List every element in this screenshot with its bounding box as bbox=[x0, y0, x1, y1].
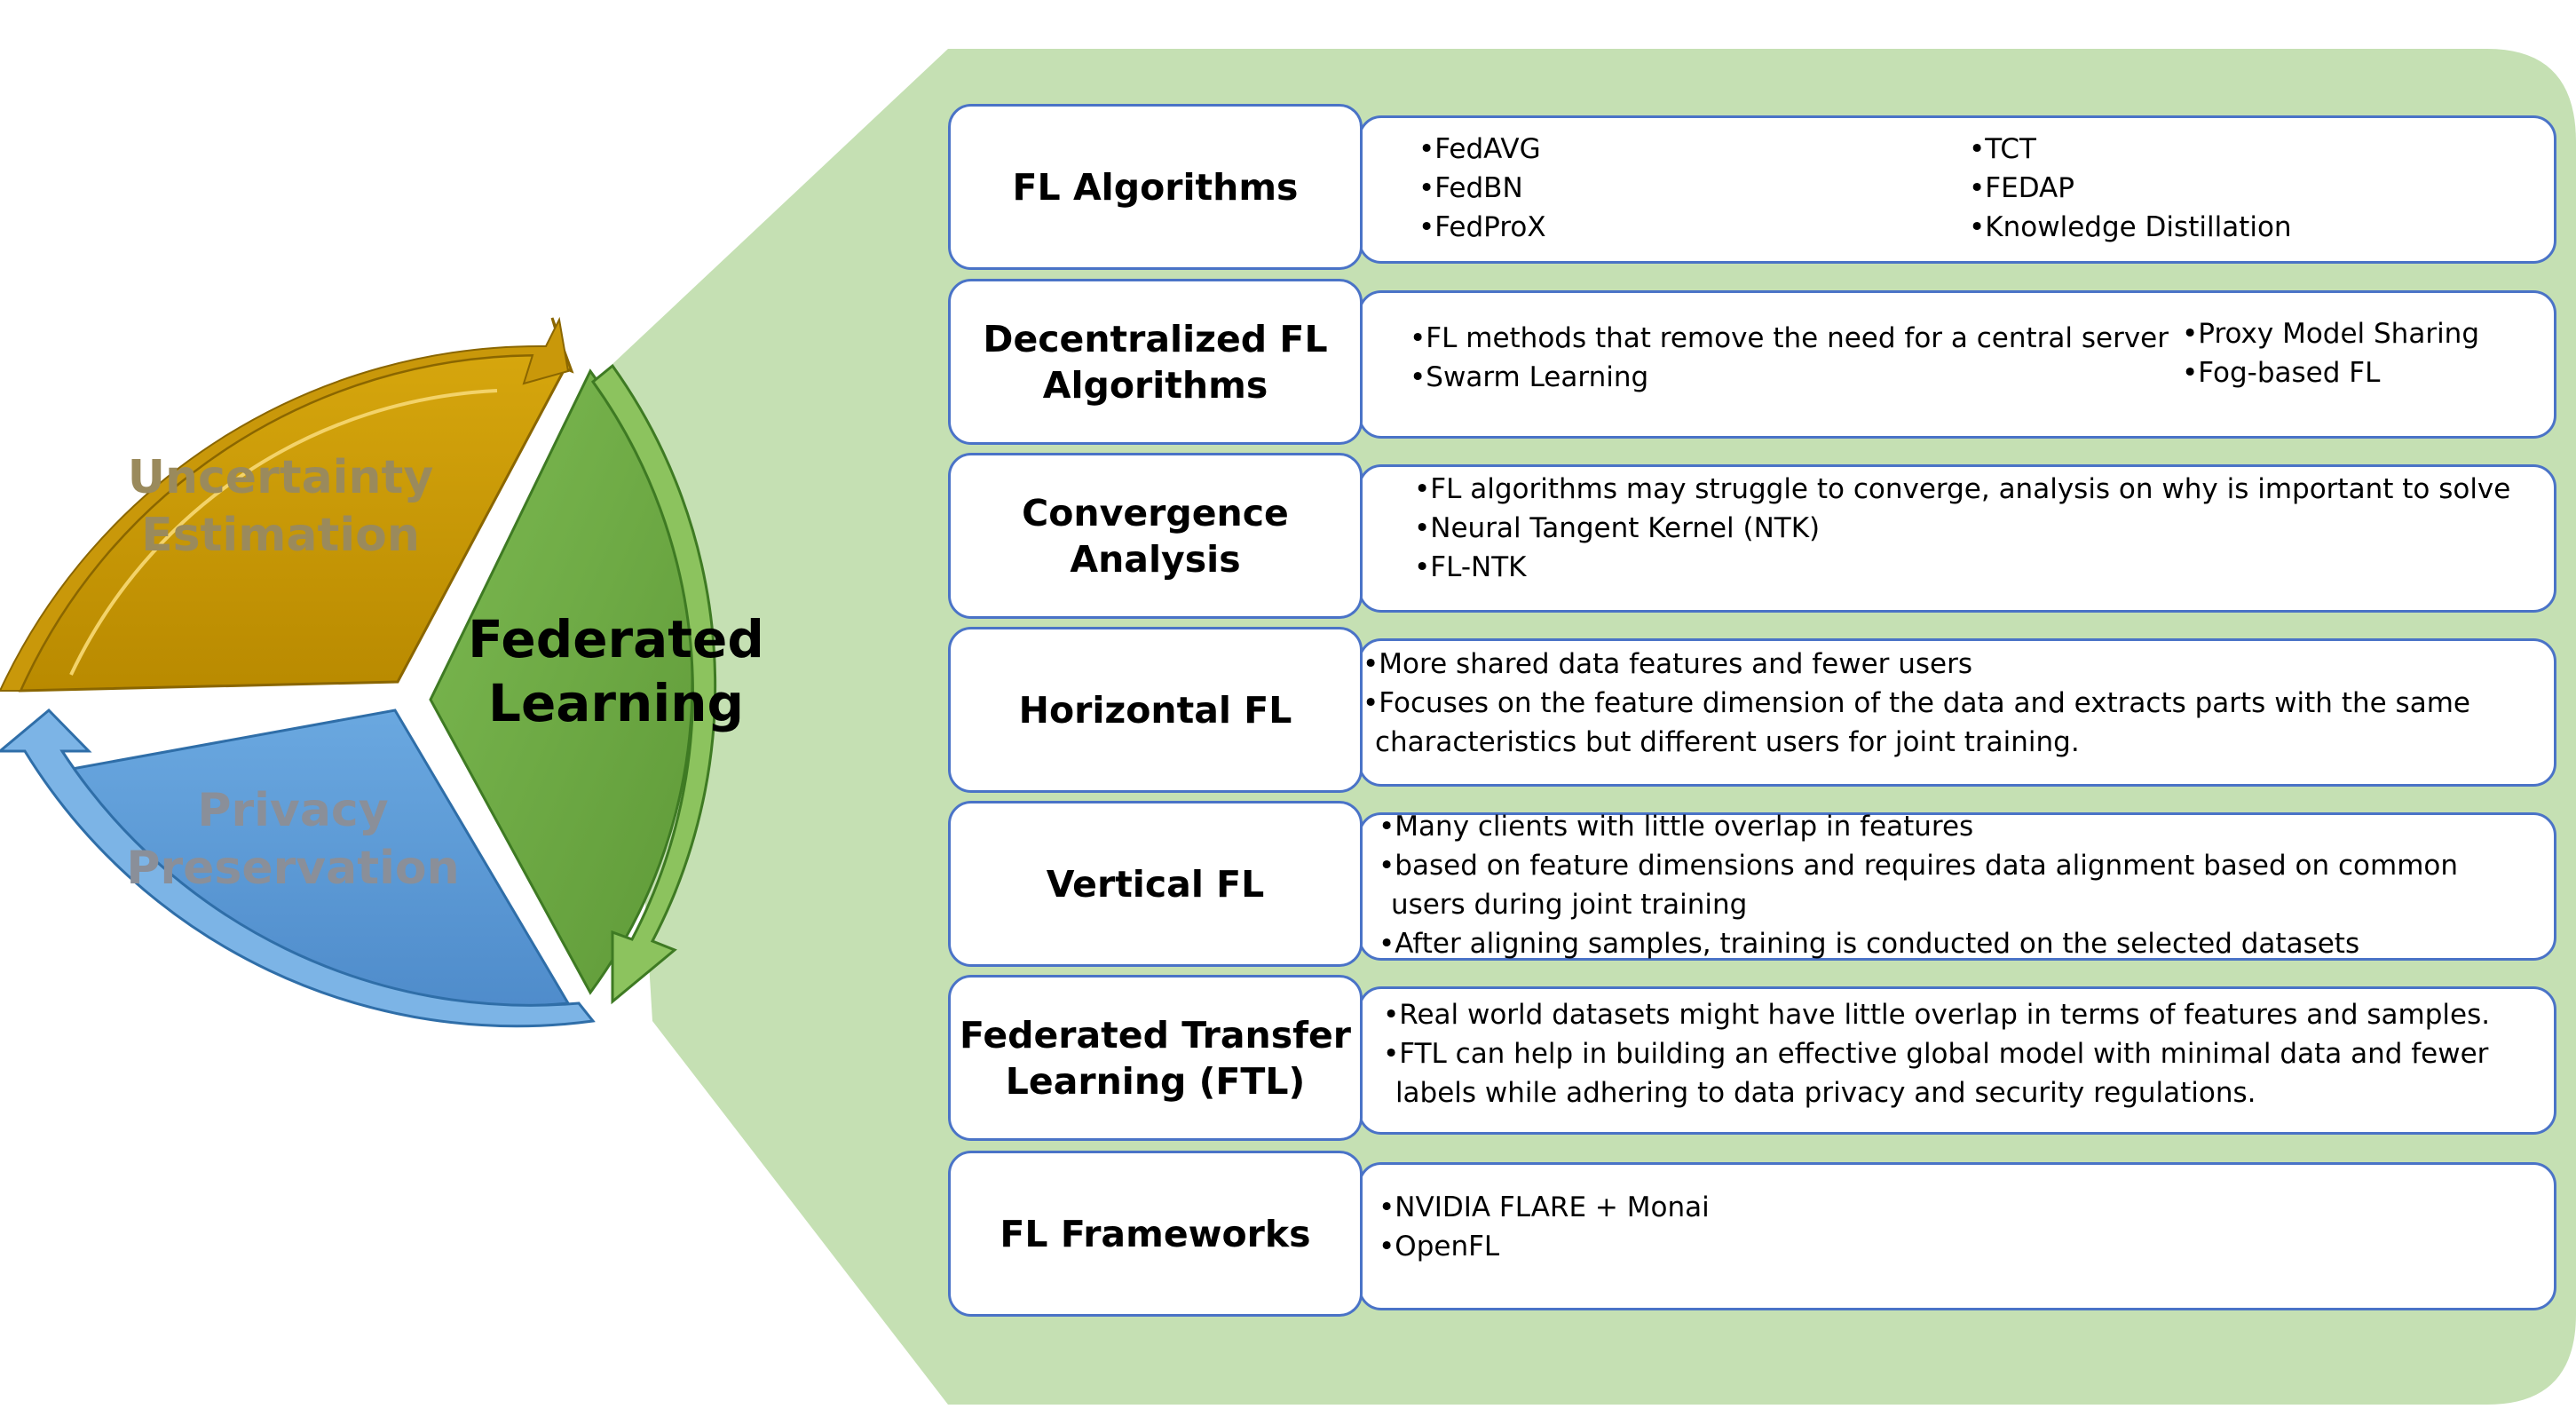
bullet-item: After aligning samples, training is cond… bbox=[1379, 924, 2533, 963]
topic-title-line: Analysis bbox=[1070, 537, 1241, 581]
segment-uncertainty-estimation bbox=[0, 316, 574, 693]
topic-title-line: Convergence bbox=[1022, 491, 1289, 534]
topic-title-box: FL Frameworks bbox=[948, 1151, 1363, 1317]
topic-title-box: FL Algorithms bbox=[948, 104, 1363, 270]
bullet-item: FL-NTK bbox=[1414, 548, 2541, 587]
topic-title-line: Vertical FL bbox=[1046, 862, 1265, 906]
bullet-item: Neural Tangent Kernel (NTK) bbox=[1414, 509, 2541, 548]
bullet-list: NVIDIA FLARE + MonaiOpenFL bbox=[1379, 1188, 2177, 1266]
bullet-item: Real world datasets might have little ov… bbox=[1383, 995, 2537, 1034]
bullet-item: Swarm Learning bbox=[1410, 358, 2209, 397]
topic-title-box: Vertical FL bbox=[948, 801, 1363, 967]
bullet-item: based on feature dimensions and requires… bbox=[1379, 846, 2533, 924]
topic-title-box: Horizontal FL bbox=[948, 627, 1363, 793]
bullet-list: Many clients with little overlap in feat… bbox=[1379, 807, 2533, 963]
bullet-item: FedAVG bbox=[1418, 130, 1951, 169]
topic-row: Horizontal FL More shared data features a… bbox=[948, 627, 2564, 793]
uncertainty-label-line2: Estimation bbox=[141, 509, 420, 562]
topic-title-line: Algorithms bbox=[1042, 363, 1268, 407]
bullet-item: More shared data features and fewer user… bbox=[1363, 645, 2534, 684]
bullet-item: Proxy Model Sharing bbox=[2182, 314, 2537, 353]
uncertainty-label-line1: Uncertainty bbox=[128, 451, 434, 504]
bullet-item: FedProX bbox=[1418, 208, 1951, 247]
segment-federated-learning bbox=[429, 363, 717, 1005]
bullet-item: NVIDIA FLARE + Monai bbox=[1379, 1188, 2177, 1227]
privacy-label-line1: Privacy bbox=[197, 784, 388, 837]
bullet-list: FL algorithms may struggle to converge, … bbox=[1414, 470, 2541, 587]
topic-row: FL AlgorithmsFedAVGFedBNFedProXTCTFEDAPK… bbox=[948, 104, 2564, 270]
topic-title-line: Federated Transfer bbox=[959, 1013, 1352, 1057]
topic-row: FL Frameworks NVIDIA FLARE + MonaiOpenFL bbox=[948, 1151, 2564, 1317]
topic-title-line: FL Algorithms bbox=[1012, 165, 1299, 209]
bullet-list: FL methods that remove the need for a ce… bbox=[1410, 319, 2209, 397]
bullet-item: FEDAP bbox=[1969, 169, 2413, 208]
bullet-item: Fog-based FL bbox=[2182, 353, 2537, 392]
bullet-list: Real world datasets might have little ov… bbox=[1383, 995, 2537, 1112]
bullet-item: FedBN bbox=[1418, 169, 1951, 208]
bullet-list: More shared data features and fewer user… bbox=[1363, 645, 2534, 762]
topic-title-line: FL Frameworks bbox=[1000, 1212, 1311, 1255]
topic-title-line: Learning (FTL) bbox=[1005, 1059, 1306, 1103]
bullet-list: Proxy Model SharingFog-based FL bbox=[2182, 314, 2537, 392]
segment-privacy-preservation bbox=[0, 708, 596, 1028]
privacy-label-line2: Preservation bbox=[126, 842, 459, 895]
topic-title-line: Horizontal FL bbox=[1018, 688, 1292, 732]
bullet-item: FL methods that remove the need for a ce… bbox=[1410, 319, 2209, 358]
bullet-item: TCT bbox=[1969, 130, 2413, 169]
federated-label-line2: Learning bbox=[488, 673, 744, 733]
bullet-item: FTL can help in building an effective gl… bbox=[1383, 1034, 2537, 1112]
topic-title-line: Decentralized FL bbox=[983, 317, 1328, 360]
bullet-item: FL algorithms may struggle to converge, … bbox=[1414, 470, 2541, 509]
bullet-list: TCTFEDAPKnowledge Distillation bbox=[1969, 130, 2413, 247]
topic-row: Vertical FL Many clients with little over… bbox=[948, 801, 2564, 967]
bullet-list: FedAVGFedBNFedProX bbox=[1418, 130, 1951, 247]
federated-label-line1: Federated bbox=[468, 609, 764, 669]
bullet-item: Many clients with little overlap in feat… bbox=[1379, 807, 2533, 846]
bullet-item: OpenFL bbox=[1379, 1227, 2177, 1266]
bullet-item: Focuses on the feature dimension of the … bbox=[1363, 684, 2534, 762]
bullet-item: Knowledge Distillation bbox=[1969, 208, 2413, 247]
